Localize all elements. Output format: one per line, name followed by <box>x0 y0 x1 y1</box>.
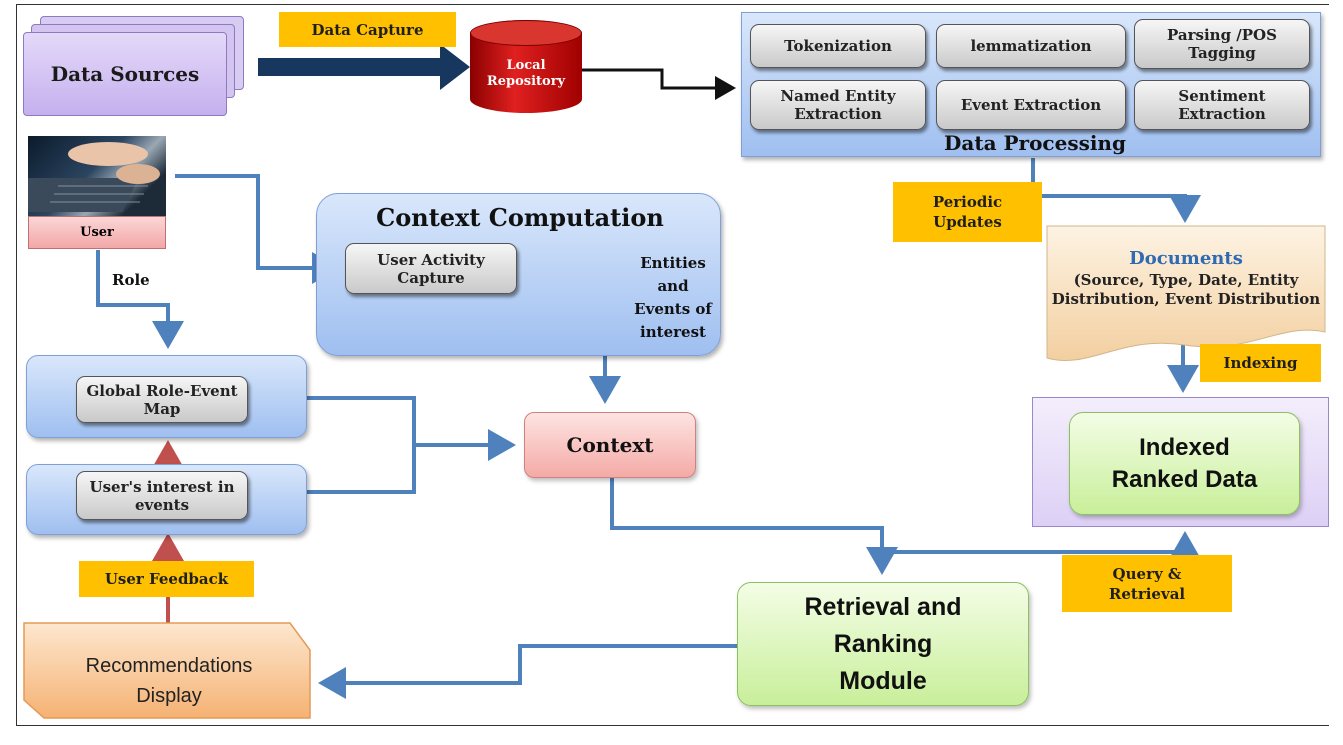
data-processing-title: Data Processing <box>900 129 1170 157</box>
global-role-event-map: Global Role-Event Map <box>76 376 248 423</box>
context-label: Context <box>566 433 654 457</box>
event-extraction-step: Event Extraction <box>936 80 1126 130</box>
recommendations-display: Recommendations Display <box>40 643 298 718</box>
query-retrieval-box: Query & Retrieval <box>1062 555 1232 612</box>
periodic-updates-box: Periodic Updates <box>893 182 1042 242</box>
keyboard-hands-icon <box>28 142 160 212</box>
lemmatization-label: lemmatization <box>970 37 1092 55</box>
recommendations-shape <box>23 622 311 719</box>
tokenization-label: Tokenization <box>784 37 892 55</box>
parsing-pos-tagging-step: Parsing /POS Tagging <box>1134 19 1310 69</box>
repo-to-processing-line <box>582 68 736 100</box>
processing-to-documents-line <box>1031 158 1201 223</box>
user-activity-capture-label: User Activity Capture <box>377 250 485 287</box>
documents-title: Documents <box>1129 248 1243 269</box>
context-box: Context <box>524 412 696 478</box>
global-role-event-map-label: Global Role-Event Map <box>86 381 238 418</box>
indexing-box: Indexing <box>1200 344 1321 382</box>
periodic-updates-label: Periodic Updates <box>932 193 1003 231</box>
recommendations-display-label: Recommendations Display <box>85 654 253 707</box>
context-computation-title: Context Computation <box>320 198 720 236</box>
named-entity-extraction-label: Named Entity Extraction <box>780 87 896 123</box>
user-feedback-box: User Feedback <box>79 561 254 597</box>
data-capture-label: Data Capture <box>311 20 424 39</box>
event-extraction-label: Event Extraction <box>960 96 1102 114</box>
index-to-retrieval-line <box>882 531 1201 559</box>
indexed-ranked-data-label: Indexed Ranked Data <box>1111 433 1258 493</box>
data-processing-title-text: Data Processing <box>944 131 1126 155</box>
local-repository-top <box>470 20 582 46</box>
documents-details: (Source, Type, Date, Entity Distribution… <box>1051 271 1321 308</box>
users-interest-in-events: User's interest in events <box>76 471 248 520</box>
user-label-box: User <box>28 216 166 249</box>
indexing-label: Indexing <box>1223 354 1298 372</box>
entities-events-text: Entities and Events of interest <box>634 253 712 341</box>
sentiment-extraction-step: Sentiment Extraction <box>1134 80 1310 130</box>
users-interest-label: User's interest in events <box>89 477 235 514</box>
context-computation-title-text: Context Computation <box>376 202 664 232</box>
user-feedback-label: User Feedback <box>104 570 229 588</box>
query-retrieval-label: Query & Retrieval <box>1108 564 1186 603</box>
parsing-pos-tagging-label: Parsing /POS Tagging <box>1167 26 1277 62</box>
user-to-activity-line <box>175 174 340 284</box>
local-repository-label: Local Repository <box>486 57 566 89</box>
role-label: Role <box>112 271 150 289</box>
retrieval-ranking-module-label: Retrieval and Ranking Module <box>804 592 962 695</box>
entities-events-label: Entities and Events of interest <box>630 240 716 355</box>
indexed-ranked-data: Indexed Ranked Data <box>1069 412 1300 515</box>
named-entity-extraction-step: Named Entity Extraction <box>750 80 926 130</box>
context-computation-panel <box>316 193 721 356</box>
documents-text: Documents (Source, Type, Date, Entity Di… <box>1050 230 1322 326</box>
data-capture-arrow <box>258 44 470 90</box>
lemmatization-step: lemmatization <box>936 24 1126 68</box>
user-to-rolemap-line <box>96 250 184 349</box>
interest-to-context-line <box>307 445 416 494</box>
sentiment-extraction-label: Sentiment Extraction <box>1178 87 1266 123</box>
retrieval-ranking-module: Retrieval and Ranking Module <box>737 582 1029 706</box>
data-capture-label-box: Data Capture <box>279 12 456 47</box>
documents-shape <box>1046 225 1326 362</box>
user-photo <box>28 136 166 216</box>
rolemap-to-context-line <box>307 396 516 461</box>
tokenization-step: Tokenization <box>750 24 926 68</box>
user-activity-capture-step: User Activity Capture <box>345 243 517 294</box>
context-to-retrieval-line <box>610 477 898 575</box>
data-sources-label: Data Sources <box>50 62 200 86</box>
data-sources-card: Data Sources <box>23 32 227 116</box>
user-label: User <box>80 225 114 240</box>
retrieval-to-recommendations-line <box>318 644 737 699</box>
